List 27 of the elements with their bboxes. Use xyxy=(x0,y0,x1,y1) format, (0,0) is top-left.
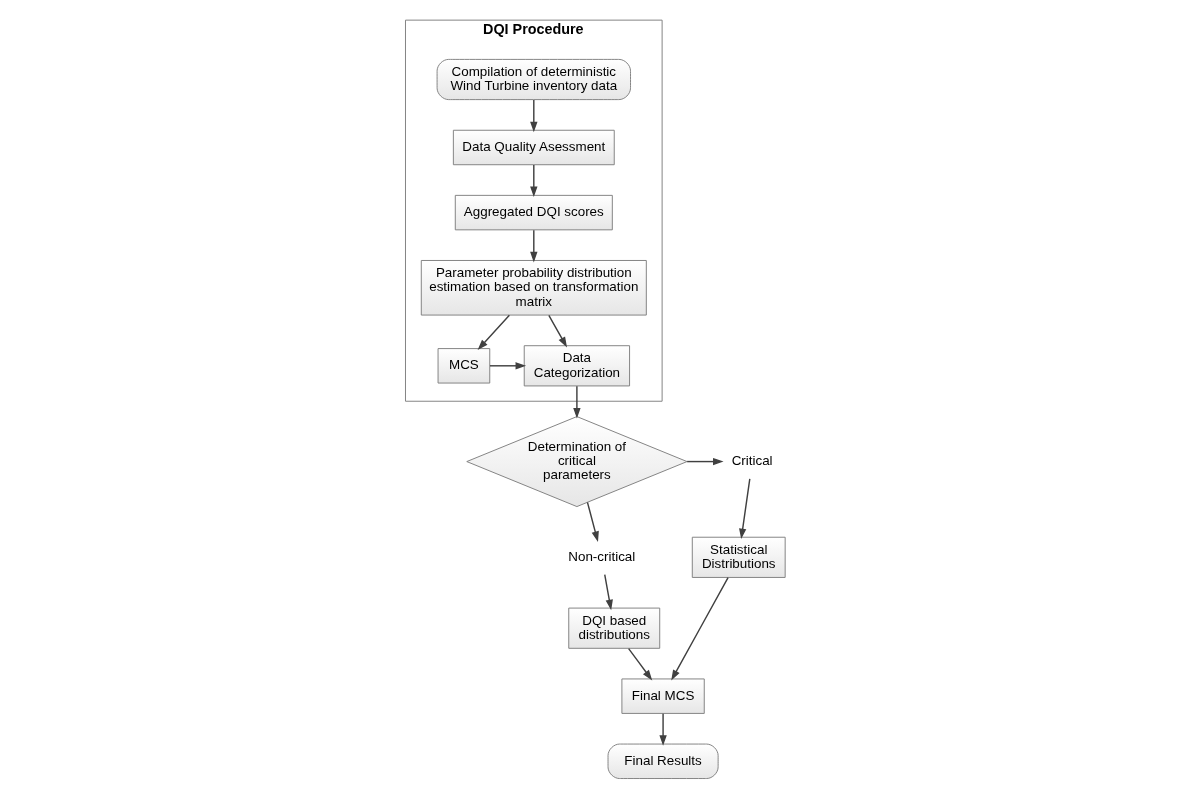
arrow xyxy=(477,314,510,350)
arrow xyxy=(627,647,652,681)
node-diamond: Determination of critical parameters xyxy=(465,416,687,508)
node-box: MCS xyxy=(437,348,490,384)
arrow xyxy=(586,501,599,542)
node-box: Compilation of deterministic Wind Turbine inventory data xyxy=(436,58,631,101)
arrow xyxy=(488,362,526,370)
node-text: Non-critical xyxy=(567,548,635,564)
arrow xyxy=(658,713,667,746)
arrow xyxy=(547,314,567,348)
node-box: Final Results xyxy=(607,743,719,779)
node-box: Statistical Distributions xyxy=(691,536,786,578)
node-box: DQI based distributions xyxy=(567,607,660,649)
arrow xyxy=(738,478,750,540)
node-box: Data Quality Asessment xyxy=(452,129,615,166)
arrow xyxy=(529,164,537,198)
arrow xyxy=(572,385,581,419)
node-box: Aggregated DQI scores xyxy=(454,194,613,231)
node-box: Data Categorization xyxy=(523,345,630,387)
arrow xyxy=(670,576,729,681)
arrow xyxy=(529,99,537,133)
arrow xyxy=(603,573,613,611)
node-text: Critical xyxy=(731,453,773,469)
node-box: Final MCS xyxy=(620,678,705,714)
node-box: Parameter probability distribution estimation based on transformation matrix xyxy=(420,260,647,316)
arrow xyxy=(685,457,724,466)
arrow xyxy=(529,229,537,263)
